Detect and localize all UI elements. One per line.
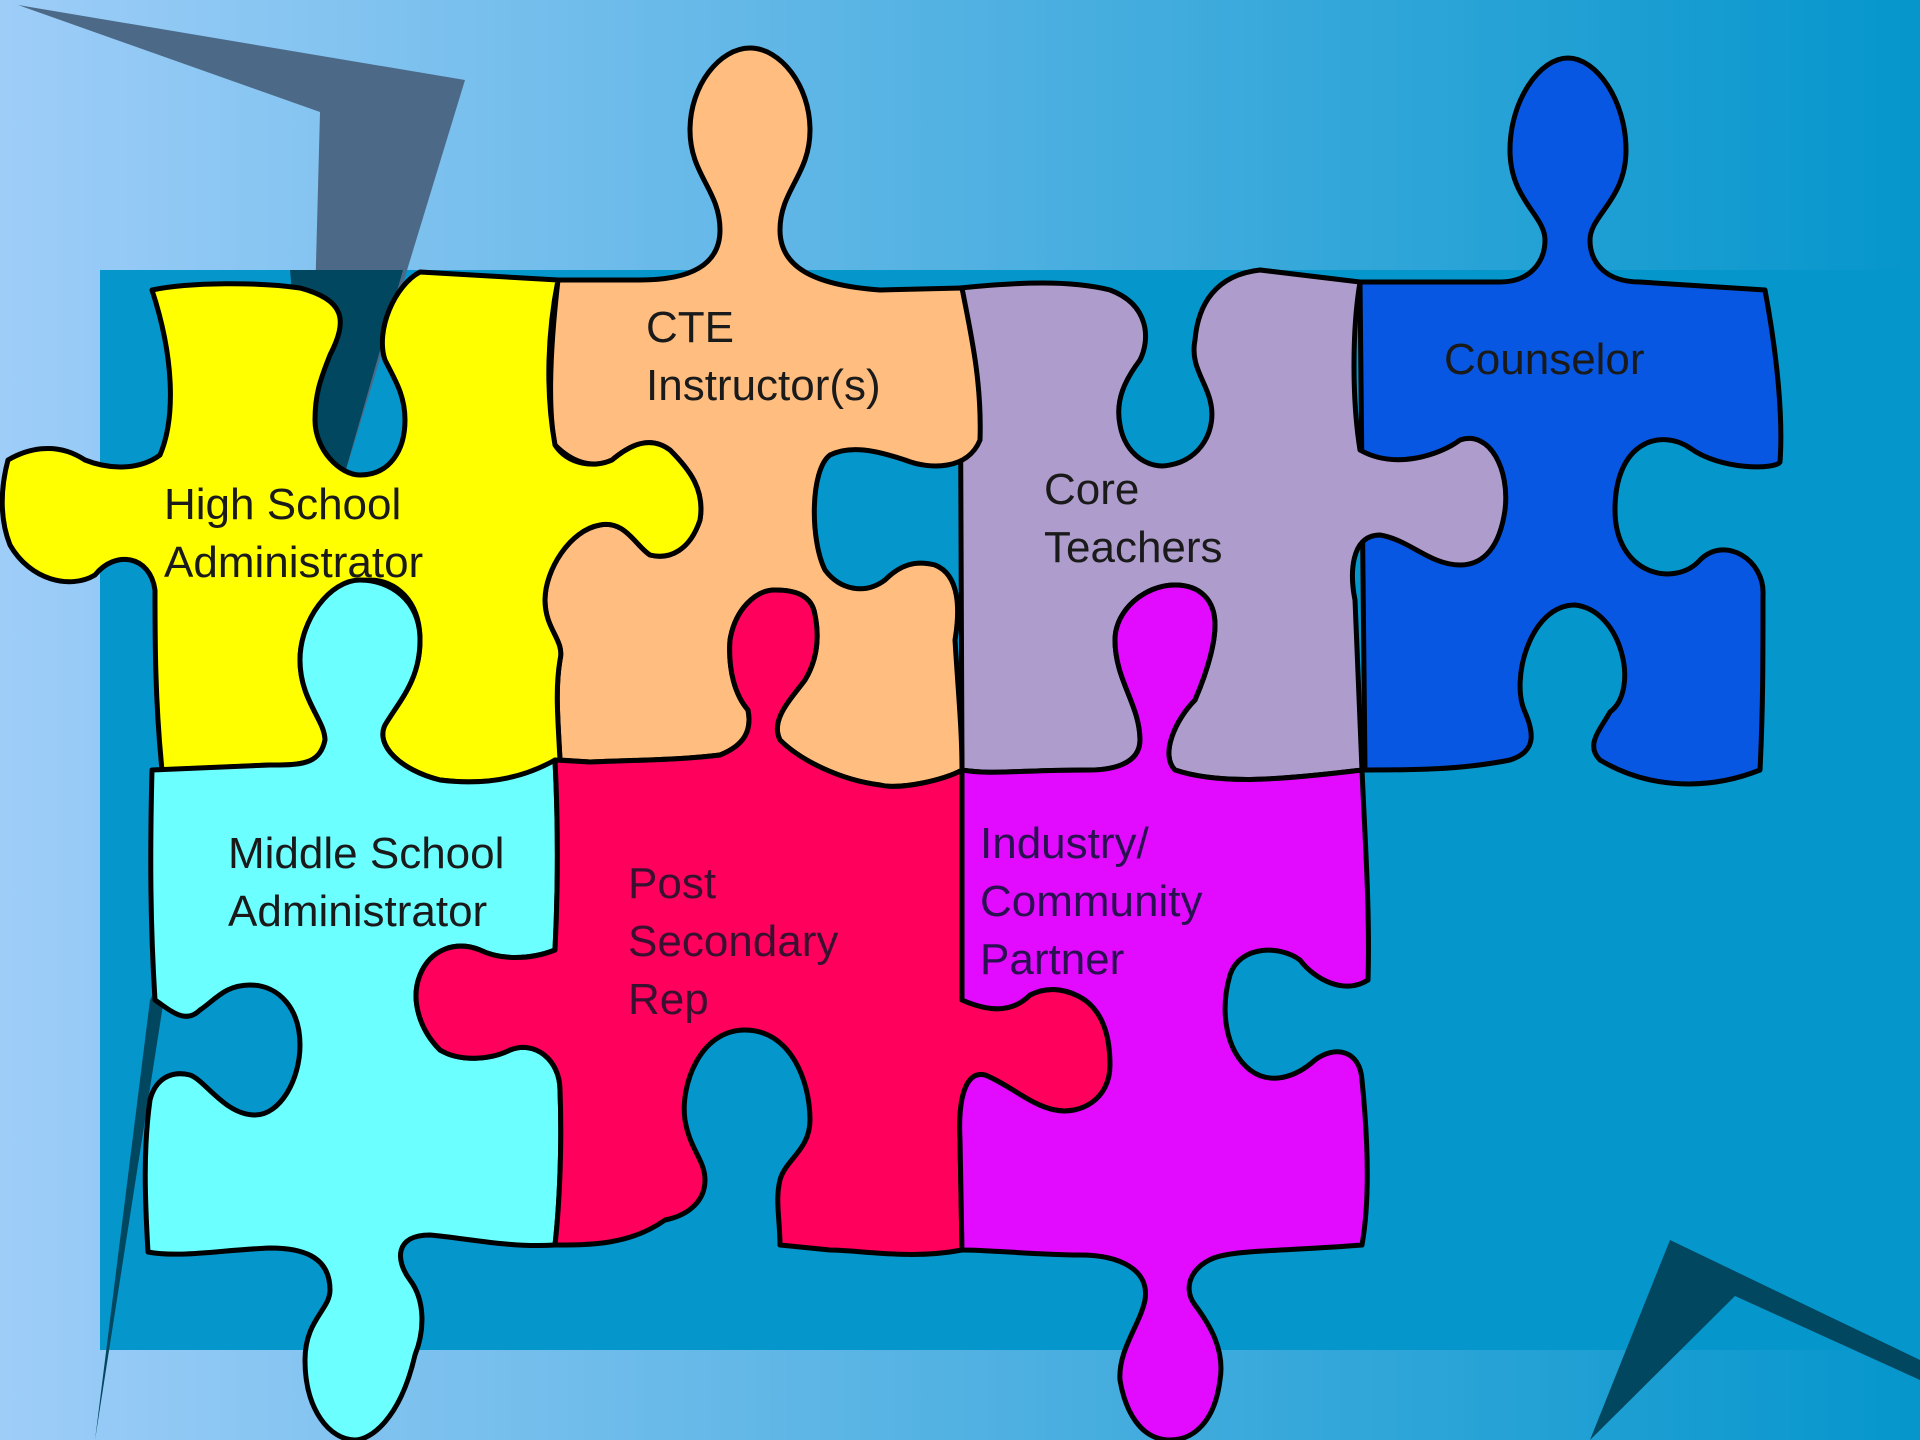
piece-industry-partner-shape — [957, 582, 1371, 1440]
piece-post-secondary-rep-line: Rep — [628, 975, 709, 1024]
piece-cte-instructor-line: Instructor(s) — [646, 361, 881, 410]
piece-high-school-admin-line: Administrator — [164, 538, 423, 587]
piece-middle-school-admin-label: Middle School Administrator — [228, 829, 517, 936]
piece-industry-partner-line: Community — [980, 877, 1203, 926]
piece-high-school-admin-line: High School — [164, 480, 401, 529]
piece-counselor-line: Counselor — [1444, 335, 1645, 384]
piece-middle-school-admin-shape — [142, 577, 564, 1440]
piece-core-teachers-line: Core — [1044, 465, 1139, 514]
bottom-right-shard — [1590, 1240, 1920, 1440]
piece-middle-school-admin-line: Middle School — [228, 829, 504, 878]
piece-post-secondary-rep-shape — [413, 587, 1113, 1257]
piece-cte-instructor-label: CTE Instructor(s) — [646, 303, 881, 410]
piece-high-school-admin: High School Administrator — [0, 269, 704, 785]
piece-industry-partner: Industry/ Community Partner — [957, 582, 1371, 1440]
piece-counselor: Counselor — [1357, 55, 1784, 787]
piece-counselor-shape — [1357, 55, 1784, 787]
piece-high-school-admin-label: High School Administrator — [164, 480, 423, 587]
piece-industry-partner-label: Industry/ Community Partner — [980, 819, 1215, 984]
piece-post-secondary-rep-line: Post — [628, 859, 716, 908]
piece-industry-partner-line: Partner — [980, 935, 1124, 984]
left-edge-shard — [95, 960, 170, 1440]
piece-counselor-label: Counselor — [1444, 335, 1645, 384]
piece-post-secondary-rep-line: Secondary — [628, 917, 838, 966]
piece-core-teachers-line: Teachers — [1044, 523, 1223, 572]
piece-middle-school-admin: Middle School Administrator — [142, 577, 564, 1440]
piece-high-school-admin-shape — [0, 269, 704, 785]
piece-post-secondary-rep: Post Secondary Rep — [413, 587, 1113, 1257]
piece-cte-instructor-line: CTE — [646, 303, 734, 352]
piece-middle-school-admin-line: Administrator — [228, 887, 487, 936]
piece-industry-partner-line: Industry/ — [980, 819, 1150, 868]
piece-core-teachers-label: Core Teachers — [1044, 465, 1223, 572]
piece-post-secondary-rep-label: Post Secondary Rep — [628, 859, 851, 1024]
